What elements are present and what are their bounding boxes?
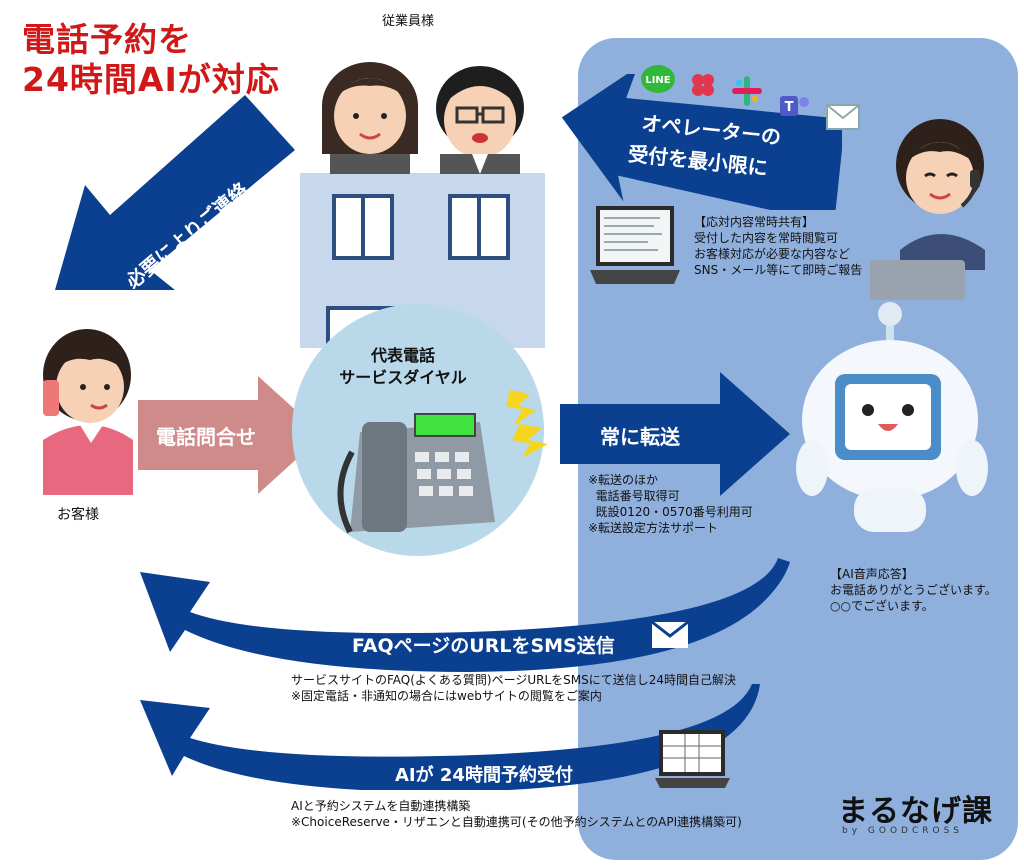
brand-logo: まるなげ課 xyxy=(838,794,993,829)
ring-bolt-icon xyxy=(512,424,548,458)
faq-sms-arrow: FAQページのURLをSMS送信 xyxy=(140,558,790,672)
customer-label: お客様 xyxy=(57,507,99,523)
contact-if-needed-arrow: 必要によりご連絡 xyxy=(55,95,295,290)
laptop-icon xyxy=(590,206,680,284)
faq-sms-text: FAQページのURLをSMS送信 xyxy=(352,634,615,657)
mail-icon xyxy=(826,104,860,130)
female-employee xyxy=(322,62,418,174)
reservation-laptop-icon xyxy=(655,730,730,788)
slack-icon xyxy=(692,74,714,96)
headline: 電話予約を 24時間AIが対応 xyxy=(22,20,280,100)
switchboard-circle xyxy=(292,304,548,556)
operator-laptop xyxy=(870,260,965,300)
teams-icon: T xyxy=(780,96,809,116)
ai-reservation-text: AIが 24時間予約受付 xyxy=(395,764,573,786)
always-transfer-arrow: 常に転送 xyxy=(560,372,790,496)
phone-inquiry-arrow: 電話問合せ xyxy=(138,376,323,494)
ai-robot-illustration xyxy=(796,302,988,532)
phone-inquiry-text: 電話問合せ xyxy=(156,425,256,449)
employees-label: 従業員様 xyxy=(382,14,435,29)
line-icon: LINE xyxy=(641,65,675,93)
switchboard-label: 代表電話 サービスダイヤル xyxy=(318,345,488,389)
headline-line2: 24時間AIが対応 xyxy=(22,60,280,99)
brand-sub: by GOODCROSS xyxy=(842,826,964,836)
always-transfer-text: 常に転送 xyxy=(600,425,681,449)
envelope-icon xyxy=(651,620,689,648)
switchboard-label-line1: 代表電話 xyxy=(370,346,435,365)
customer-illustration xyxy=(43,329,133,495)
reservation-description: AIと予約システムを自動連携構築 ※ChoiceReserve・リザエンと自動連… xyxy=(291,799,742,829)
shared-notes: 【応対内容常時共有】 受付した内容を常時閲覧可 お客様対応が必要な内容など SN… xyxy=(694,215,863,277)
switchboard-label-line2: サービスダイヤル xyxy=(339,368,467,387)
operator-arrow: オペレーターの 受付を最小限に xyxy=(561,74,842,210)
transfer-notes: ※転送のほか 電話番号取得可 既設0120・0570番号利用可 ※転送設定方法サ… xyxy=(588,473,753,535)
slack-icon xyxy=(732,76,762,106)
svg-text:T: T xyxy=(785,100,794,115)
ai-reservation-arrow: AIが 24時間予約受付 xyxy=(140,684,760,790)
operator-illustration xyxy=(870,119,985,300)
headline-line1: 電話予約を xyxy=(22,20,192,59)
svg-text:LINE: LINE xyxy=(645,75,670,86)
ring-bolt-icon xyxy=(506,390,536,426)
desk-phone-icon xyxy=(337,413,495,534)
male-employee xyxy=(436,66,524,174)
faq-description: サービスサイトのFAQ(よくある質問)ページURLをSMSにて送信し24時間自己… xyxy=(291,673,737,703)
employees-illustration xyxy=(300,62,545,348)
ai-voice-note: 【AI音声応答】 お電話ありがとうございます。 ○○でございます。 xyxy=(830,567,997,613)
